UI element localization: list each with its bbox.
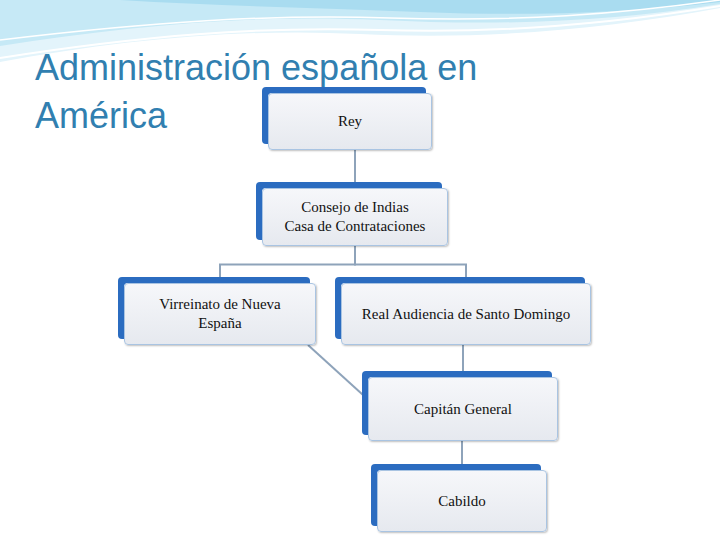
box-label: Consejo de Indias: [301, 198, 408, 217]
box-label: Cabildo: [438, 492, 486, 511]
org-box: Rey: [268, 93, 432, 150]
org-box: Virreinato de Nueva España: [124, 283, 316, 345]
box-label: Casa de Contrataciones: [285, 217, 426, 236]
connector-line: [355, 246, 466, 283]
org-box: Cabildo: [377, 470, 547, 532]
connector-line: [461, 441, 463, 470]
org-box: Consejo de IndiasCasa de Contrataciones: [262, 188, 448, 246]
connector-line: [462, 345, 464, 377]
box-label: Capitán General: [414, 400, 512, 419]
connector-line: [220, 246, 355, 283]
box-label: Virreinato de Nueva España: [141, 295, 299, 333]
org-box: Capitán General: [368, 377, 558, 441]
org-box: Real Audiencia de Santo Domingo: [341, 283, 591, 345]
connector-line: [308, 345, 368, 399]
box-label: Rey: [338, 112, 362, 131]
box-label: Real Audiencia de Santo Domingo: [362, 305, 570, 324]
connector-line: [354, 150, 356, 188]
